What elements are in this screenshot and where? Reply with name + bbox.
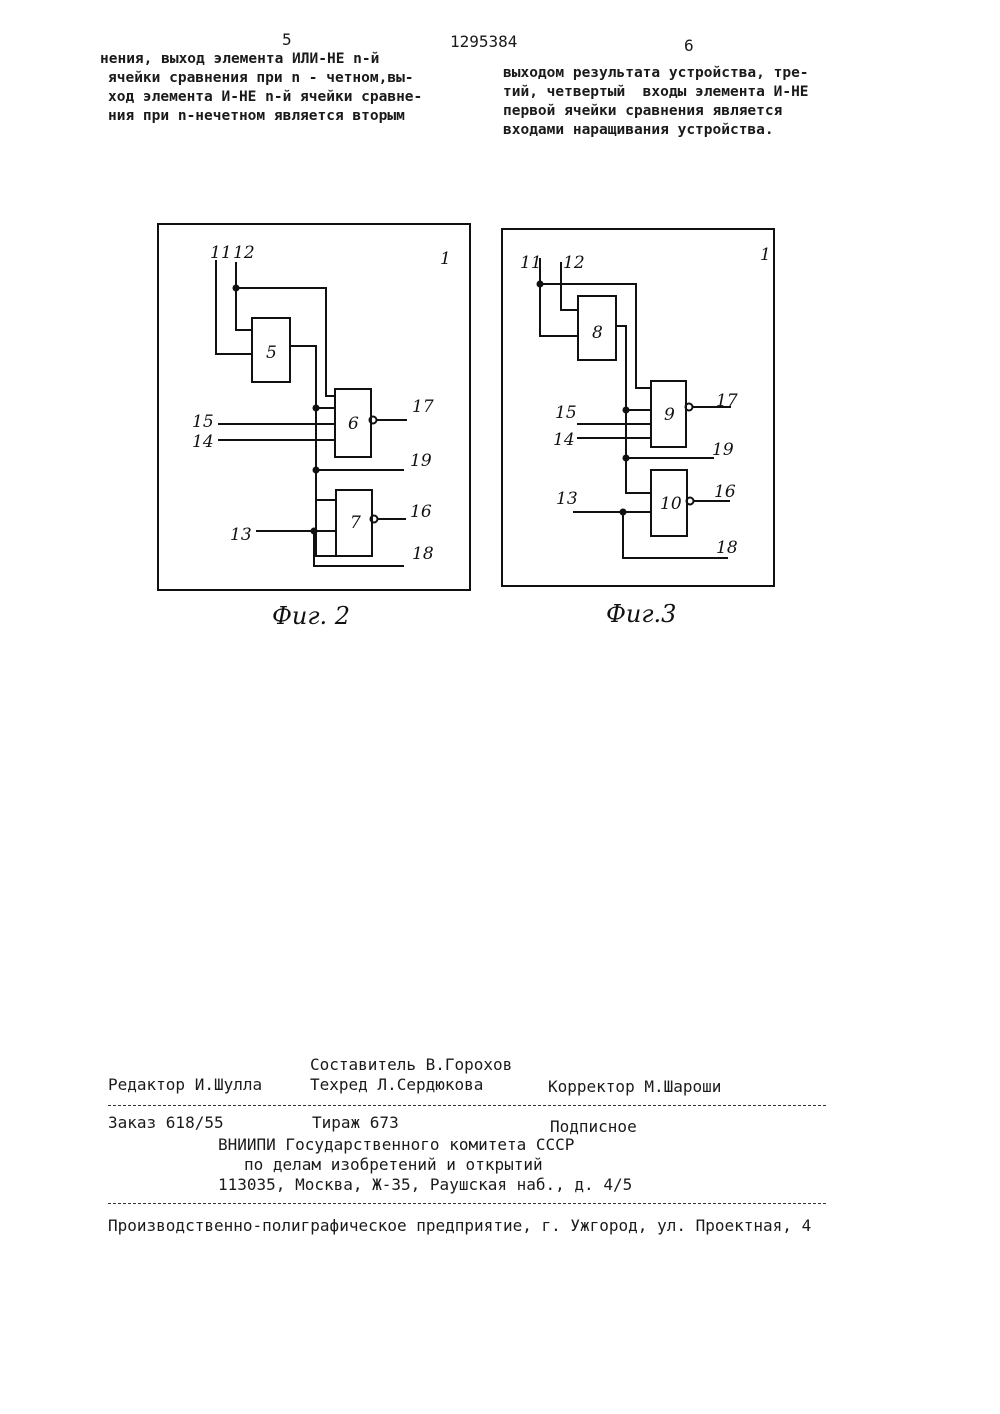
fig2-wire-12b <box>236 288 335 396</box>
fig3-gate-8-label: 8 <box>592 323 603 343</box>
fig2-label-16: 16 <box>410 502 432 522</box>
fig2-junction <box>313 467 320 474</box>
fig2-junction <box>233 285 240 292</box>
org-line-2: по делам изобретений и открытий <box>244 1155 543 1175</box>
order-number: Заказ 618/55 <box>108 1113 224 1133</box>
compiler: Составитель В.Горохов <box>310 1055 512 1075</box>
fig3-label-11: 11 <box>520 253 542 273</box>
fig2-wire-12 <box>236 262 252 330</box>
fig2-label-19: 19 <box>410 451 432 471</box>
fig3-gate-9-label: 9 <box>664 405 675 425</box>
fig2-gate-5-label: 5 <box>266 343 277 363</box>
fig3-junction <box>537 281 544 288</box>
fig2-junction <box>313 405 320 412</box>
fig2-label-15: 15 <box>192 412 214 432</box>
fig2-label-14: 14 <box>192 432 214 452</box>
techred: Техред Л.Сердюкова <box>310 1075 483 1095</box>
fig2-junction <box>311 528 318 535</box>
fig3-label-18: 18 <box>716 538 738 558</box>
fig2-wire-11 <box>216 260 252 354</box>
fig3-cell-label: 1 <box>760 245 771 265</box>
fig3-label-15: 15 <box>555 403 577 423</box>
fig2-label-12: 12 <box>233 243 255 263</box>
fig2-cell-label: 1 <box>440 249 451 269</box>
fig3-junction <box>620 509 627 516</box>
printer-info: Производственно-полиграфическое предприя… <box>108 1216 811 1236</box>
fig3-caption: Фиг.3 <box>606 600 676 628</box>
fig2-caption: Фиг. 2 <box>272 602 350 630</box>
fig3-junction <box>623 455 630 462</box>
fig2-gate-6-label: 6 <box>348 414 359 434</box>
fig2-label-17: 17 <box>412 397 434 417</box>
fig3-junction <box>623 407 630 414</box>
org-line-1: ВНИИПИ Государственного комитета СССР <box>218 1135 574 1155</box>
figures-drawing: 1 11 12 5 6 7 15 14 13 17 19 16 18 Фиг. … <box>0 0 1000 700</box>
fig3-label-19: 19 <box>712 440 734 460</box>
divider-bottom <box>108 1203 826 1204</box>
fig2-label-11: 11 <box>210 243 232 263</box>
corrector: Корректор М.Шароши <box>548 1077 721 1097</box>
editor: Редактор И.Шулла <box>108 1075 262 1095</box>
fig3-gate-10-label: 10 <box>660 494 682 514</box>
fig3-label-12: 12 <box>563 253 585 273</box>
fig3-label-16: 16 <box>714 482 736 502</box>
fig3-label-17: 17 <box>716 391 738 411</box>
fig2-wire-5-out <box>290 346 336 556</box>
divider-top <box>108 1105 826 1106</box>
fig2-wire-18 <box>314 531 404 566</box>
fig3-label-14: 14 <box>553 430 575 450</box>
fig2-gate-7-label: 7 <box>350 513 361 533</box>
fig2-label-13: 13 <box>230 525 252 545</box>
subscription: Подписное <box>550 1117 637 1137</box>
fig2-label-18: 18 <box>412 544 434 564</box>
circulation: Тираж 673 <box>312 1113 399 1133</box>
org-line-3: 113035, Москва, Ж-35, Раушская наб., д. … <box>218 1175 632 1195</box>
fig3-label-13: 13 <box>556 489 578 509</box>
